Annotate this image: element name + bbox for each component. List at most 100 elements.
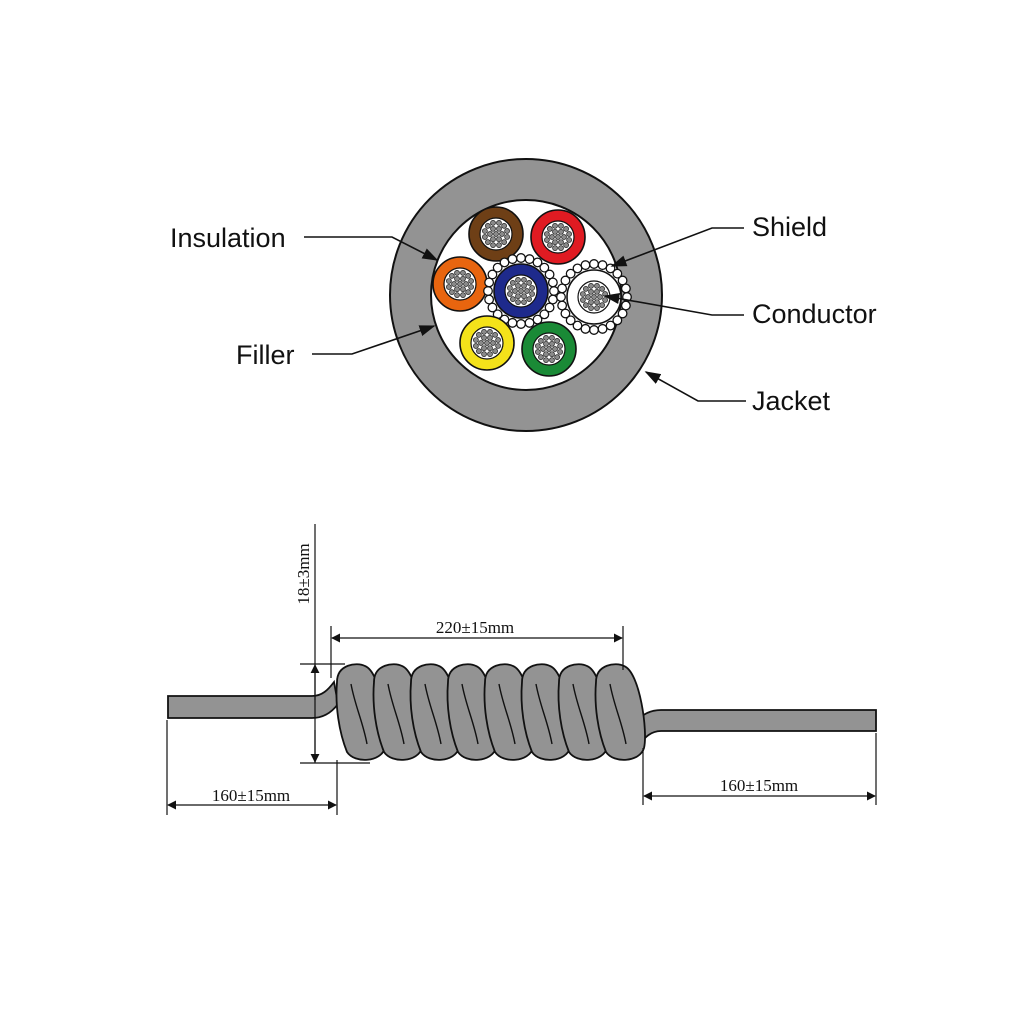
shield-strand (499, 257, 510, 268)
conductor-strand (558, 245, 564, 251)
conductor-strand (594, 288, 600, 295)
right-tail-length-label: 160±15mm (720, 776, 798, 795)
conductor-strand (501, 223, 507, 229)
conductor-strand (563, 242, 569, 248)
conductor-strand (526, 296, 532, 302)
conductor-strand (599, 286, 605, 292)
shield-strand (539, 309, 550, 320)
dimension-labels: 18±3mm 220±15mm 160±15mm 160±15mm (212, 543, 798, 805)
conductor-strand (454, 275, 460, 282)
conductor-strand (454, 292, 460, 298)
shield-strand (484, 294, 495, 305)
conductor-strand (510, 296, 516, 302)
conductor-strand (558, 223, 564, 229)
conductor-strand (481, 351, 487, 357)
shield-strand (524, 254, 535, 265)
callout-labels: Insulation Filler Shield Conductor Jacke… (170, 212, 877, 416)
shield-strand (589, 325, 599, 335)
conductor-strand (465, 273, 471, 279)
conductor-strand (478, 340, 484, 346)
conductor-strand (521, 293, 527, 300)
conductor-strand (591, 294, 597, 300)
coil-loop (594, 663, 646, 761)
shield-strand (544, 302, 555, 313)
core-yellow (459, 315, 515, 371)
conductor-strand (496, 225, 502, 232)
conductor-strand (594, 283, 600, 289)
shield-strand (483, 286, 493, 296)
conductor-strand (558, 239, 564, 246)
conductor-strand (521, 277, 527, 283)
shield-strand (492, 262, 503, 273)
coil-crease (498, 683, 516, 745)
conductor-strand (518, 288, 524, 294)
conductor-strand (473, 337, 479, 343)
conductor-strand (557, 349, 563, 355)
shield-strand (620, 283, 631, 294)
conductor-strand (554, 354, 560, 360)
conductor-strand (468, 284, 474, 290)
conductor-strand (504, 234, 510, 240)
conductor-strand (460, 292, 466, 298)
shield-strand (605, 320, 616, 331)
conductor-strand (538, 354, 544, 360)
dimension-lines (166, 524, 877, 815)
shield-strand (549, 286, 559, 296)
shield-strand (597, 260, 608, 271)
shield-label: Shield (752, 212, 827, 242)
conductor-strand (490, 242, 496, 248)
conductor-strand (487, 329, 493, 335)
conductor-strand (449, 273, 455, 279)
conductor-strand (482, 228, 488, 234)
shield-leader (610, 227, 744, 267)
shield-strand (487, 302, 498, 313)
right-tail (633, 709, 877, 749)
conductor-strand (482, 234, 488, 240)
coil-crease (424, 683, 442, 745)
jacket-leader (644, 371, 746, 402)
filler-leader (312, 325, 436, 355)
conductor-strand (490, 340, 496, 346)
shield-strand (572, 320, 583, 331)
shield-strand (620, 300, 631, 311)
conductor-strand (490, 220, 496, 226)
conductor-strand (496, 220, 502, 226)
conductor-strand (476, 332, 482, 338)
conductor-strand (454, 286, 460, 293)
conductor-strand (543, 335, 549, 341)
conductor-strand (552, 223, 558, 229)
shield-strand (589, 259, 599, 269)
shield-strand (612, 315, 623, 326)
conductor-strand (544, 237, 550, 243)
conductor-strand (476, 348, 482, 354)
conductor-strand (543, 340, 549, 347)
filler-label: Filler (236, 340, 295, 370)
insulation-label: Insulation (170, 223, 286, 253)
left-tail (167, 679, 339, 719)
conductor-strand (515, 277, 521, 283)
conductor-strand (561, 234, 567, 240)
conductor-strand (495, 343, 501, 349)
conductor-strand (566, 237, 572, 243)
conductor-strand (557, 343, 563, 349)
conductor-strand (597, 294, 603, 300)
conductor-strand (544, 231, 550, 237)
conductor-strand (487, 345, 493, 352)
conductor-strand (535, 343, 541, 349)
shield-strand (524, 317, 535, 328)
leader-lines (304, 227, 746, 402)
conductor-strand (549, 357, 555, 363)
conductor-strand (446, 278, 452, 284)
conductor-strand (580, 297, 586, 303)
shield-strand (565, 315, 576, 326)
conductor-strand (594, 299, 600, 306)
conductor-strand (554, 338, 560, 344)
conductor-strand (585, 294, 591, 300)
conductor-strand (501, 239, 507, 245)
conductor-strand (588, 305, 594, 311)
conductor-strand (599, 302, 605, 308)
conductor-strand (499, 231, 505, 237)
conductor-strand (451, 281, 457, 287)
